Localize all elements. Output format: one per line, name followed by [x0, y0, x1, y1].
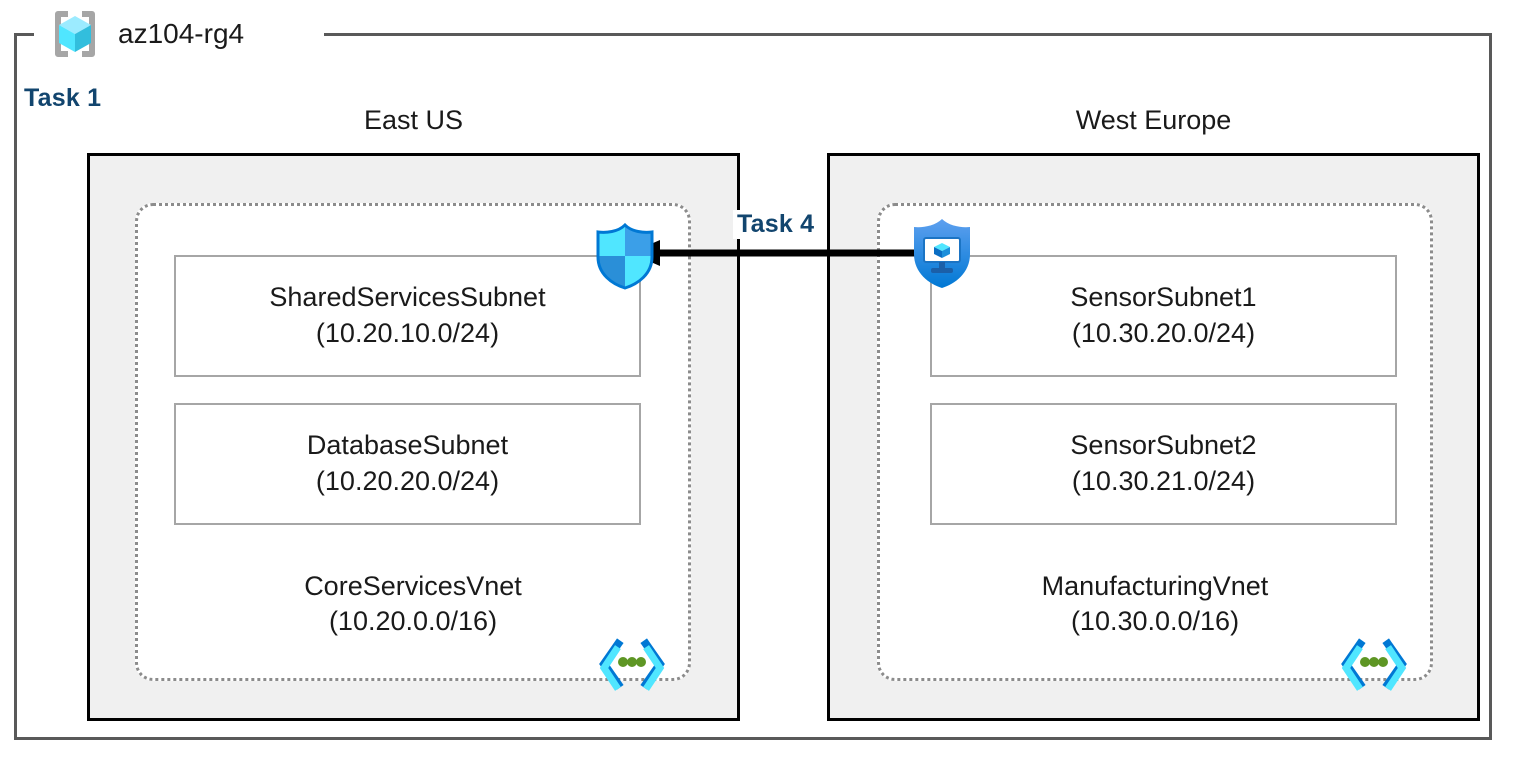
subnet-cidr-sensor-2: (10.30.21.0/24) — [1071, 466, 1256, 496]
vnet-cidr-core-services: (10.20.0.0/16) — [328, 606, 498, 637]
resource-group-container — [14, 33, 1492, 740]
virtual-network-icon — [1340, 638, 1408, 692]
virtual-network-icon — [598, 638, 666, 692]
region-label-west-europe: West Europe — [1075, 105, 1232, 135]
subnet-name-sensor-1: SensorSubnet1 — [1070, 282, 1257, 313]
subnet-cidr-database: (10.20.20.0/24) — [315, 466, 500, 496]
subnet-box-sensor-1: SensorSubnet1 (10.30.20.0/24) — [930, 255, 1397, 377]
subnet-box-sensor-2: SensorSubnet2 (10.30.21.0/24) — [930, 403, 1397, 525]
region-label-east-us: East US — [363, 105, 464, 135]
vnet-name-core-services: CoreServicesVnet — [304, 570, 522, 601]
task-label-1: Task 1 — [24, 84, 102, 112]
network-security-group-shield-icon — [909, 216, 975, 290]
subnet-name-shared-services: SharedServicesSubnet — [269, 282, 546, 313]
vnet-caption-core-services: CoreServicesVnet (10.20.0.0/16) — [138, 569, 688, 640]
azure-firewall-shield-icon — [594, 222, 656, 290]
subnet-name-database: DatabaseSubnet — [306, 430, 509, 461]
peering-arrow-left-icon — [630, 238, 920, 268]
subnet-box-database: DatabaseSubnet (10.20.20.0/24) — [174, 403, 641, 525]
vnet-cidr-manufacturing: (10.30.0.0/16) — [1070, 606, 1240, 637]
task-label-4: Task 4 — [733, 210, 819, 239]
subnet-name-sensor-2: SensorSubnet2 — [1070, 430, 1257, 461]
subnet-cidr-sensor-1: (10.30.20.0/24) — [1071, 318, 1256, 348]
resource-group-name: az104-rg4 — [118, 18, 245, 49]
resource-group-title: az104-rg4 — [46, 2, 244, 66]
resource-group-cube-icon — [46, 5, 104, 63]
vnet-name-manufacturing: ManufacturingVnet — [1041, 570, 1269, 601]
subnet-box-shared-services: SharedServicesSubnet (10.20.10.0/24) — [174, 255, 641, 377]
subnet-cidr-shared-services: (10.20.10.0/24) — [315, 318, 500, 348]
vnet-caption-manufacturing: ManufacturingVnet (10.30.0.0/16) — [880, 569, 1430, 640]
